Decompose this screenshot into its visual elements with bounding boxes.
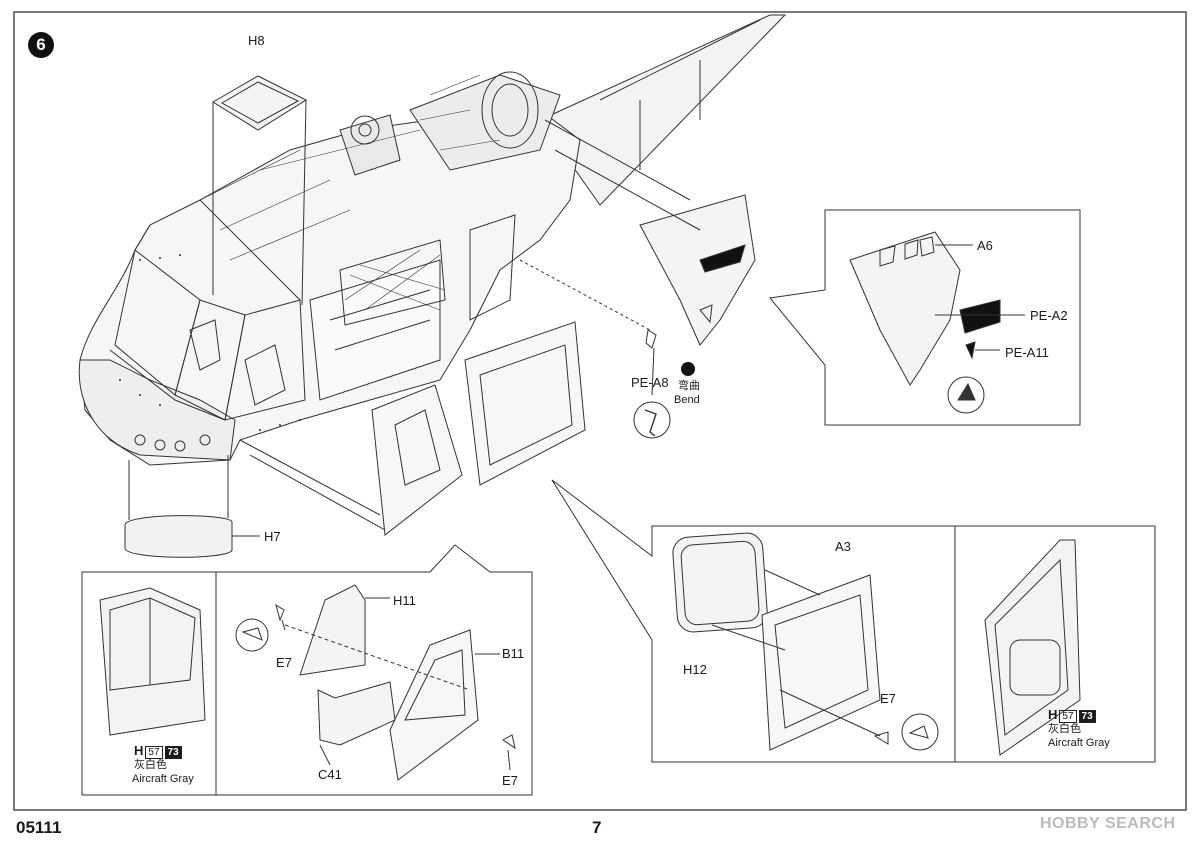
paint-chip-right-1: 57 [1059, 710, 1077, 723]
paint-en-left: Aircraft Gray [132, 773, 194, 785]
label-pe-a11: PE-A11 [1005, 345, 1049, 360]
h8-roof-window-part [212, 75, 308, 306]
engine-cowl-panel [519, 119, 756, 439]
inset-cabin-door [551, 479, 1156, 763]
label-h12: H12 [683, 662, 707, 677]
paint-zh-right: 灰白色 [1048, 723, 1081, 735]
label-pe-a8: PE-A8 [631, 375, 669, 390]
watermark: HOBBY SEARCH [1040, 815, 1176, 832]
paint-chip-right-2: 73 [1078, 710, 1096, 723]
paint-en-right: Aircraft Gray [1048, 737, 1110, 749]
h7-nose-window-part [124, 455, 260, 558]
label-e7-mid: E7 [502, 773, 518, 788]
label-e7-left: E7 [276, 655, 292, 670]
label-a6: A6 [977, 238, 993, 253]
label-bend-en: Bend [674, 394, 700, 406]
paint-chip-left-1: 57 [145, 746, 163, 759]
paint-chip-left-2: 73 [164, 746, 182, 759]
label-h8: H8 [248, 33, 265, 48]
kit-number: 05111 [16, 818, 62, 837]
cargo-doors-drawing [239, 321, 586, 536]
label-a3: A3 [835, 539, 851, 554]
inset-cowl-detail [769, 209, 1081, 426]
label-c41: C41 [318, 767, 342, 782]
label-bend-zh: 弯曲 [678, 380, 700, 392]
label-h11: H11 [393, 593, 416, 608]
label-h7: H7 [264, 529, 281, 544]
helicopter-fuselage-drawing [78, 14, 787, 466]
paint-code-left: H [134, 743, 144, 758]
page-number: 7 [592, 818, 602, 837]
inset-cockpit-door [81, 544, 533, 796]
paint-zh-left: 灰白色 [134, 759, 167, 771]
step-number-badge: 6 [28, 32, 54, 58]
label-pe-a2: PE-A2 [1030, 308, 1068, 323]
bend-icon [681, 362, 695, 376]
label-e7-right: E7 [880, 691, 896, 706]
label-b11: B11 [502, 646, 525, 661]
paint-code-right: H [1048, 707, 1058, 722]
